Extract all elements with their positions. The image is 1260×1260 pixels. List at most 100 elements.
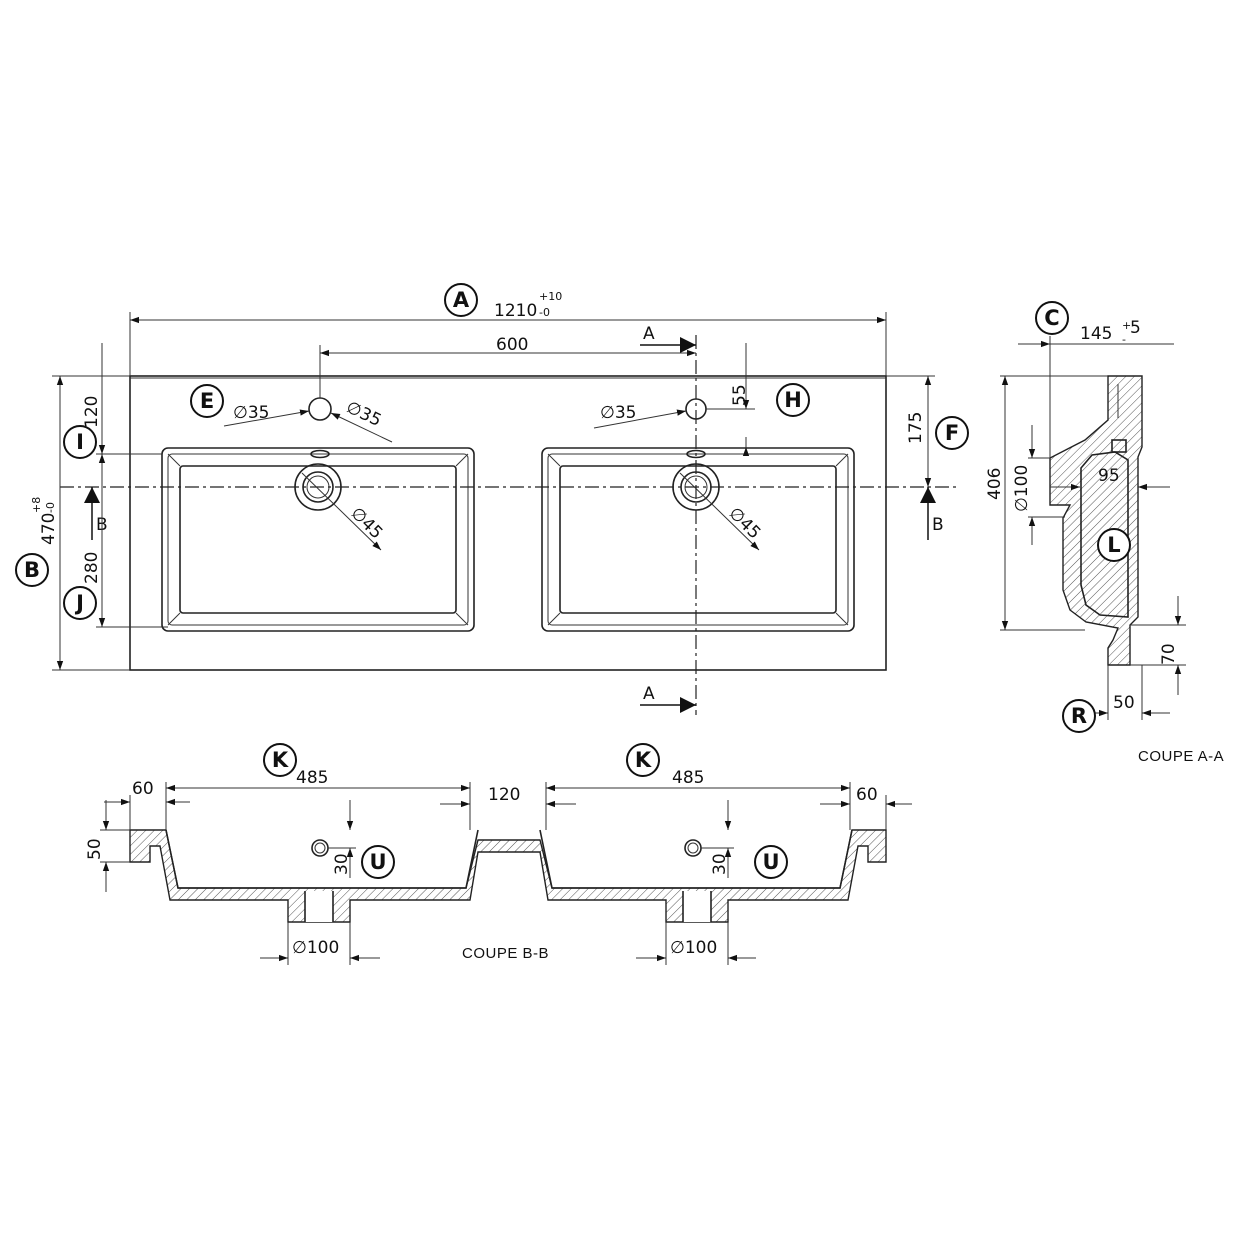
dimension-overflow-left: ∅35 <box>330 397 393 443</box>
svg-text:95: 95 <box>1098 466 1120 486</box>
svg-text:-0: -0 <box>44 502 57 513</box>
dimension-rim-center: 120 <box>440 785 576 808</box>
svg-text:∅35: ∅35 <box>233 403 269 423</box>
vanity-top-outline <box>129 375 887 671</box>
svg-text:60: 60 <box>856 785 878 805</box>
callout-j: J <box>63 586 97 620</box>
dimension-overall-width: 1210 +10 -0 <box>129 290 887 376</box>
svg-text:B: B <box>932 515 944 535</box>
svg-text:∅100: ∅100 <box>670 938 717 958</box>
svg-text:50: 50 <box>85 838 105 860</box>
dimension-bowl-width-left: 485 <box>165 768 471 830</box>
overflow-hole-left <box>311 839 329 857</box>
svg-text:B: B <box>24 558 40 582</box>
overflow-hole-right <box>684 839 702 857</box>
svg-text:U: U <box>762 850 779 874</box>
dimension-overall-depth: 470 +8 -0 <box>30 375 130 671</box>
caption-section-bb: COUPE B-B <box>462 945 549 962</box>
svg-text:70: 70 <box>1159 643 1179 665</box>
svg-text:H: H <box>784 388 802 412</box>
dimension-section-height: 145 + - 5 <box>1018 318 1174 458</box>
svg-text:J: J <box>74 591 84 615</box>
svg-text:K: K <box>272 748 289 772</box>
callout-k-right: K <box>626 743 660 777</box>
svg-text:A: A <box>453 288 470 312</box>
svg-text:R: R <box>1071 704 1087 728</box>
svg-text:60: 60 <box>132 779 154 799</box>
dimension-section-depth: 406 <box>985 375 1108 631</box>
overflow-right <box>686 449 706 459</box>
svg-text:K: K <box>635 748 652 772</box>
callout-h: H <box>776 383 810 417</box>
svg-text:C: C <box>1044 306 1059 330</box>
callout-l: L <box>1097 528 1131 562</box>
dimension-drain-right: ∅45 <box>679 472 764 551</box>
dimension-section-drain: ∅100 <box>1012 425 1065 545</box>
svg-text:∅35: ∅35 <box>600 403 636 423</box>
svg-text:+10: +10 <box>539 290 562 303</box>
callout-e: E <box>190 384 224 418</box>
callout-u-right: U <box>754 845 788 879</box>
dimension-drain-offset: 95 <box>1050 466 1170 491</box>
section-marker-a-bottom: A <box>640 684 696 713</box>
dimension-tap-offset: 175 <box>886 375 935 487</box>
dimension-foot-width: 50 <box>1094 665 1170 720</box>
svg-text:∅45: ∅45 <box>724 503 764 543</box>
dimension-foot-height: 70 <box>1130 596 1186 695</box>
callout-u-left: U <box>361 845 395 879</box>
svg-text:1210: 1210 <box>494 301 537 321</box>
dimension-rim-right: 60 <box>820 785 912 830</box>
svg-text:485: 485 <box>672 768 704 788</box>
dimension-tap-to-bowl: 55 <box>706 343 755 456</box>
svg-text:∅100: ∅100 <box>292 938 339 958</box>
callout-b: B <box>15 553 49 587</box>
basin-right <box>541 447 855 632</box>
callout-r: R <box>1062 699 1096 733</box>
dimension-tap-hole-right: ∅35 <box>593 403 687 429</box>
svg-text:175: 175 <box>906 412 926 444</box>
svg-text:F: F <box>945 421 959 445</box>
svg-text:55: 55 <box>730 384 750 406</box>
svg-text:145: 145 <box>1080 324 1112 344</box>
svg-text:30: 30 <box>332 853 352 875</box>
callout-a: A <box>444 283 478 317</box>
svg-text:-: - <box>1122 333 1126 346</box>
svg-text:U: U <box>369 850 386 874</box>
svg-text:∅100: ∅100 <box>1012 465 1032 512</box>
dimension-drain-dia-right: ∅100 <box>636 922 756 965</box>
dimension-drain-left: ∅45 <box>301 472 386 551</box>
basin-left <box>161 447 475 632</box>
section-b-b: 485 485 60 120 60 <box>85 743 912 965</box>
svg-text:406: 406 <box>985 468 1005 500</box>
callout-i: I <box>63 425 97 459</box>
callout-c: C <box>1035 301 1069 335</box>
svg-text:5: 5 <box>1130 318 1141 338</box>
callout-f: F <box>935 416 969 450</box>
svg-text:485: 485 <box>296 768 328 788</box>
callout-k-left: K <box>263 743 297 777</box>
svg-text:280: 280 <box>82 552 102 584</box>
dimension-front-edge: 120 <box>82 343 162 455</box>
svg-text:120: 120 <box>488 785 520 805</box>
section-marker-b-left: B <box>84 487 108 540</box>
dimension-rim-left: 60 <box>104 779 190 830</box>
svg-text:∅45: ∅45 <box>346 503 386 543</box>
dimension-tap-hole-left: ∅35 <box>223 403 310 427</box>
dimension-basin-depth: 280 <box>82 454 168 628</box>
svg-text:-0: -0 <box>539 306 550 319</box>
dimension-tap-spacing: 600 <box>319 335 696 398</box>
svg-text:120: 120 <box>82 396 102 428</box>
dimension-overflow-right: 30 <box>701 800 734 878</box>
svg-text:600: 600 <box>496 335 528 355</box>
svg-text:A: A <box>643 324 655 344</box>
dimension-rim-height: 50 <box>85 800 130 892</box>
svg-text:I: I <box>76 430 84 454</box>
svg-text:30: 30 <box>710 853 730 875</box>
svg-text:50: 50 <box>1113 693 1135 713</box>
svg-text:A: A <box>643 684 655 704</box>
dimension-overflow-left: 30 <box>328 800 356 878</box>
svg-text:470: 470 <box>39 513 59 545</box>
section-a-a: 145 + - 5 406 ∅100 95 <box>985 301 1224 765</box>
svg-text:+: + <box>1122 319 1131 332</box>
